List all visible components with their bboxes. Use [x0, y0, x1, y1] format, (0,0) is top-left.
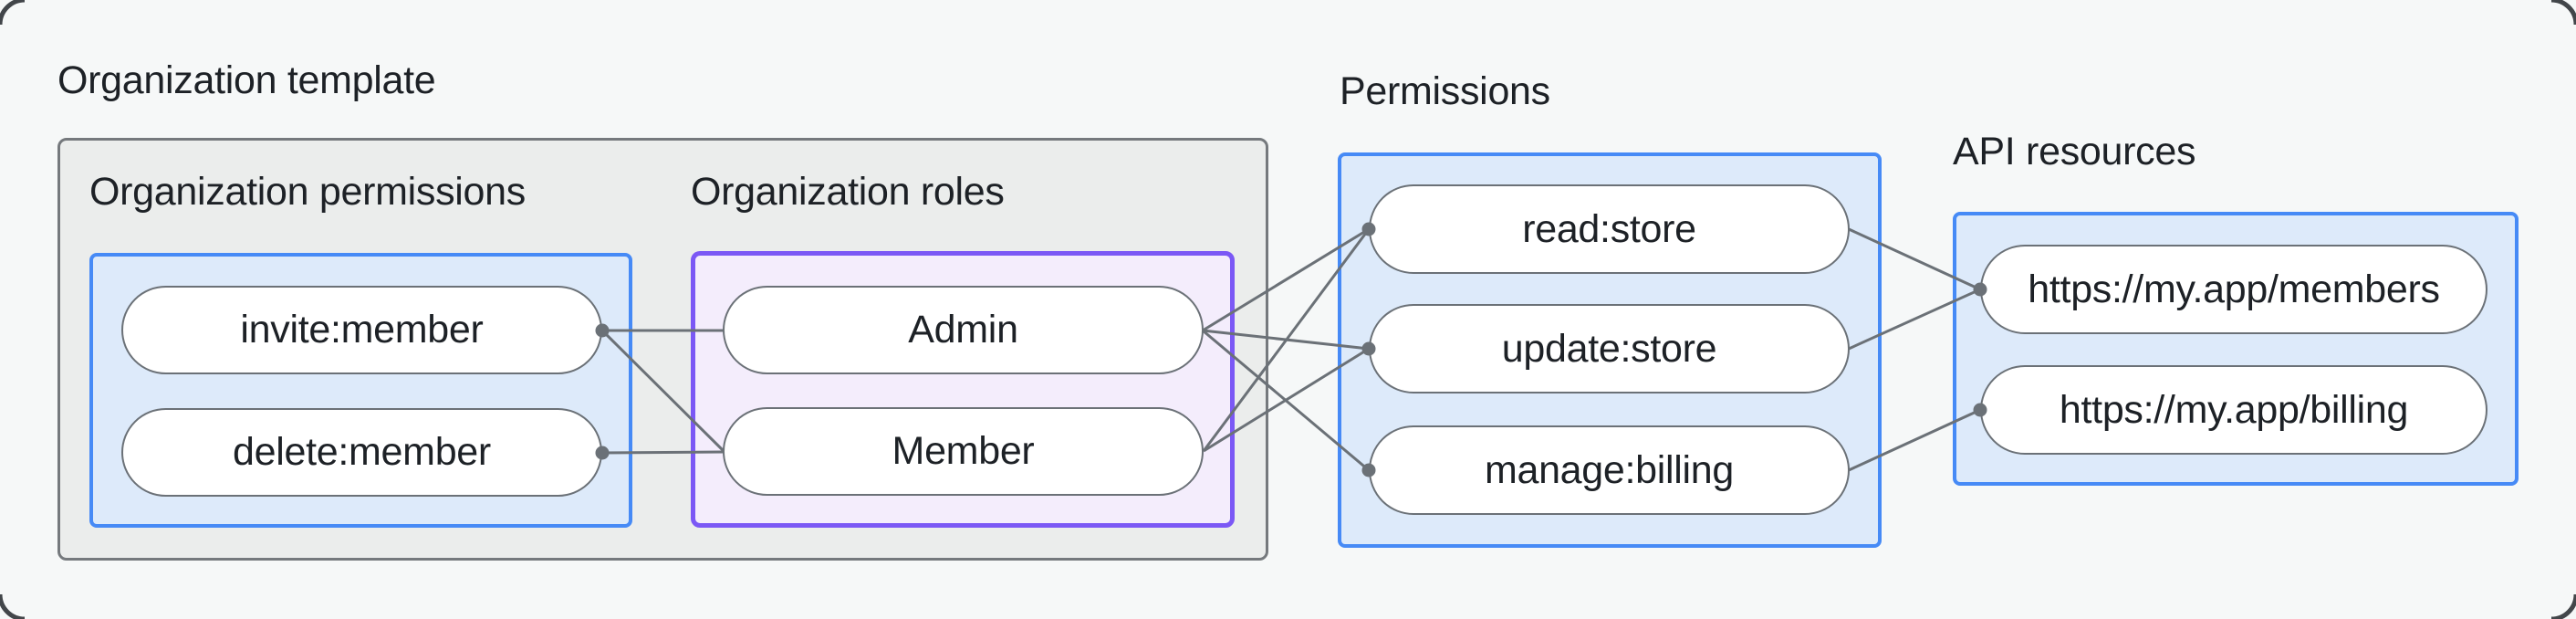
organization-template-label: Organization template	[57, 58, 436, 102]
node-admin: Admin	[723, 286, 1204, 374]
api-resources-label: API resources	[1953, 130, 2196, 173]
organization-roles-label: Organization roles	[691, 170, 1005, 214]
node-update-store: update:store	[1369, 304, 1850, 393]
node-my-app-billing: https://my.app/billing	[1980, 365, 2487, 455]
corner-arc	[2550, 0, 2576, 26]
corner-arc	[0, 593, 26, 619]
node-manage-billing: manage:billing	[1369, 425, 1850, 515]
permissions-label: Permissions	[1340, 69, 1550, 113]
node-read-store: read:store	[1369, 184, 1850, 274]
node-delete-member: delete:member	[121, 408, 602, 497]
node-invite-member: invite:member	[121, 286, 602, 374]
node-member: Member	[723, 407, 1204, 496]
corner-arc	[0, 0, 26, 26]
corner-arc	[2550, 593, 2576, 619]
organization-permissions-label: Organization permissions	[89, 170, 526, 214]
node-my-app-members: https://my.app/members	[1980, 245, 2487, 334]
